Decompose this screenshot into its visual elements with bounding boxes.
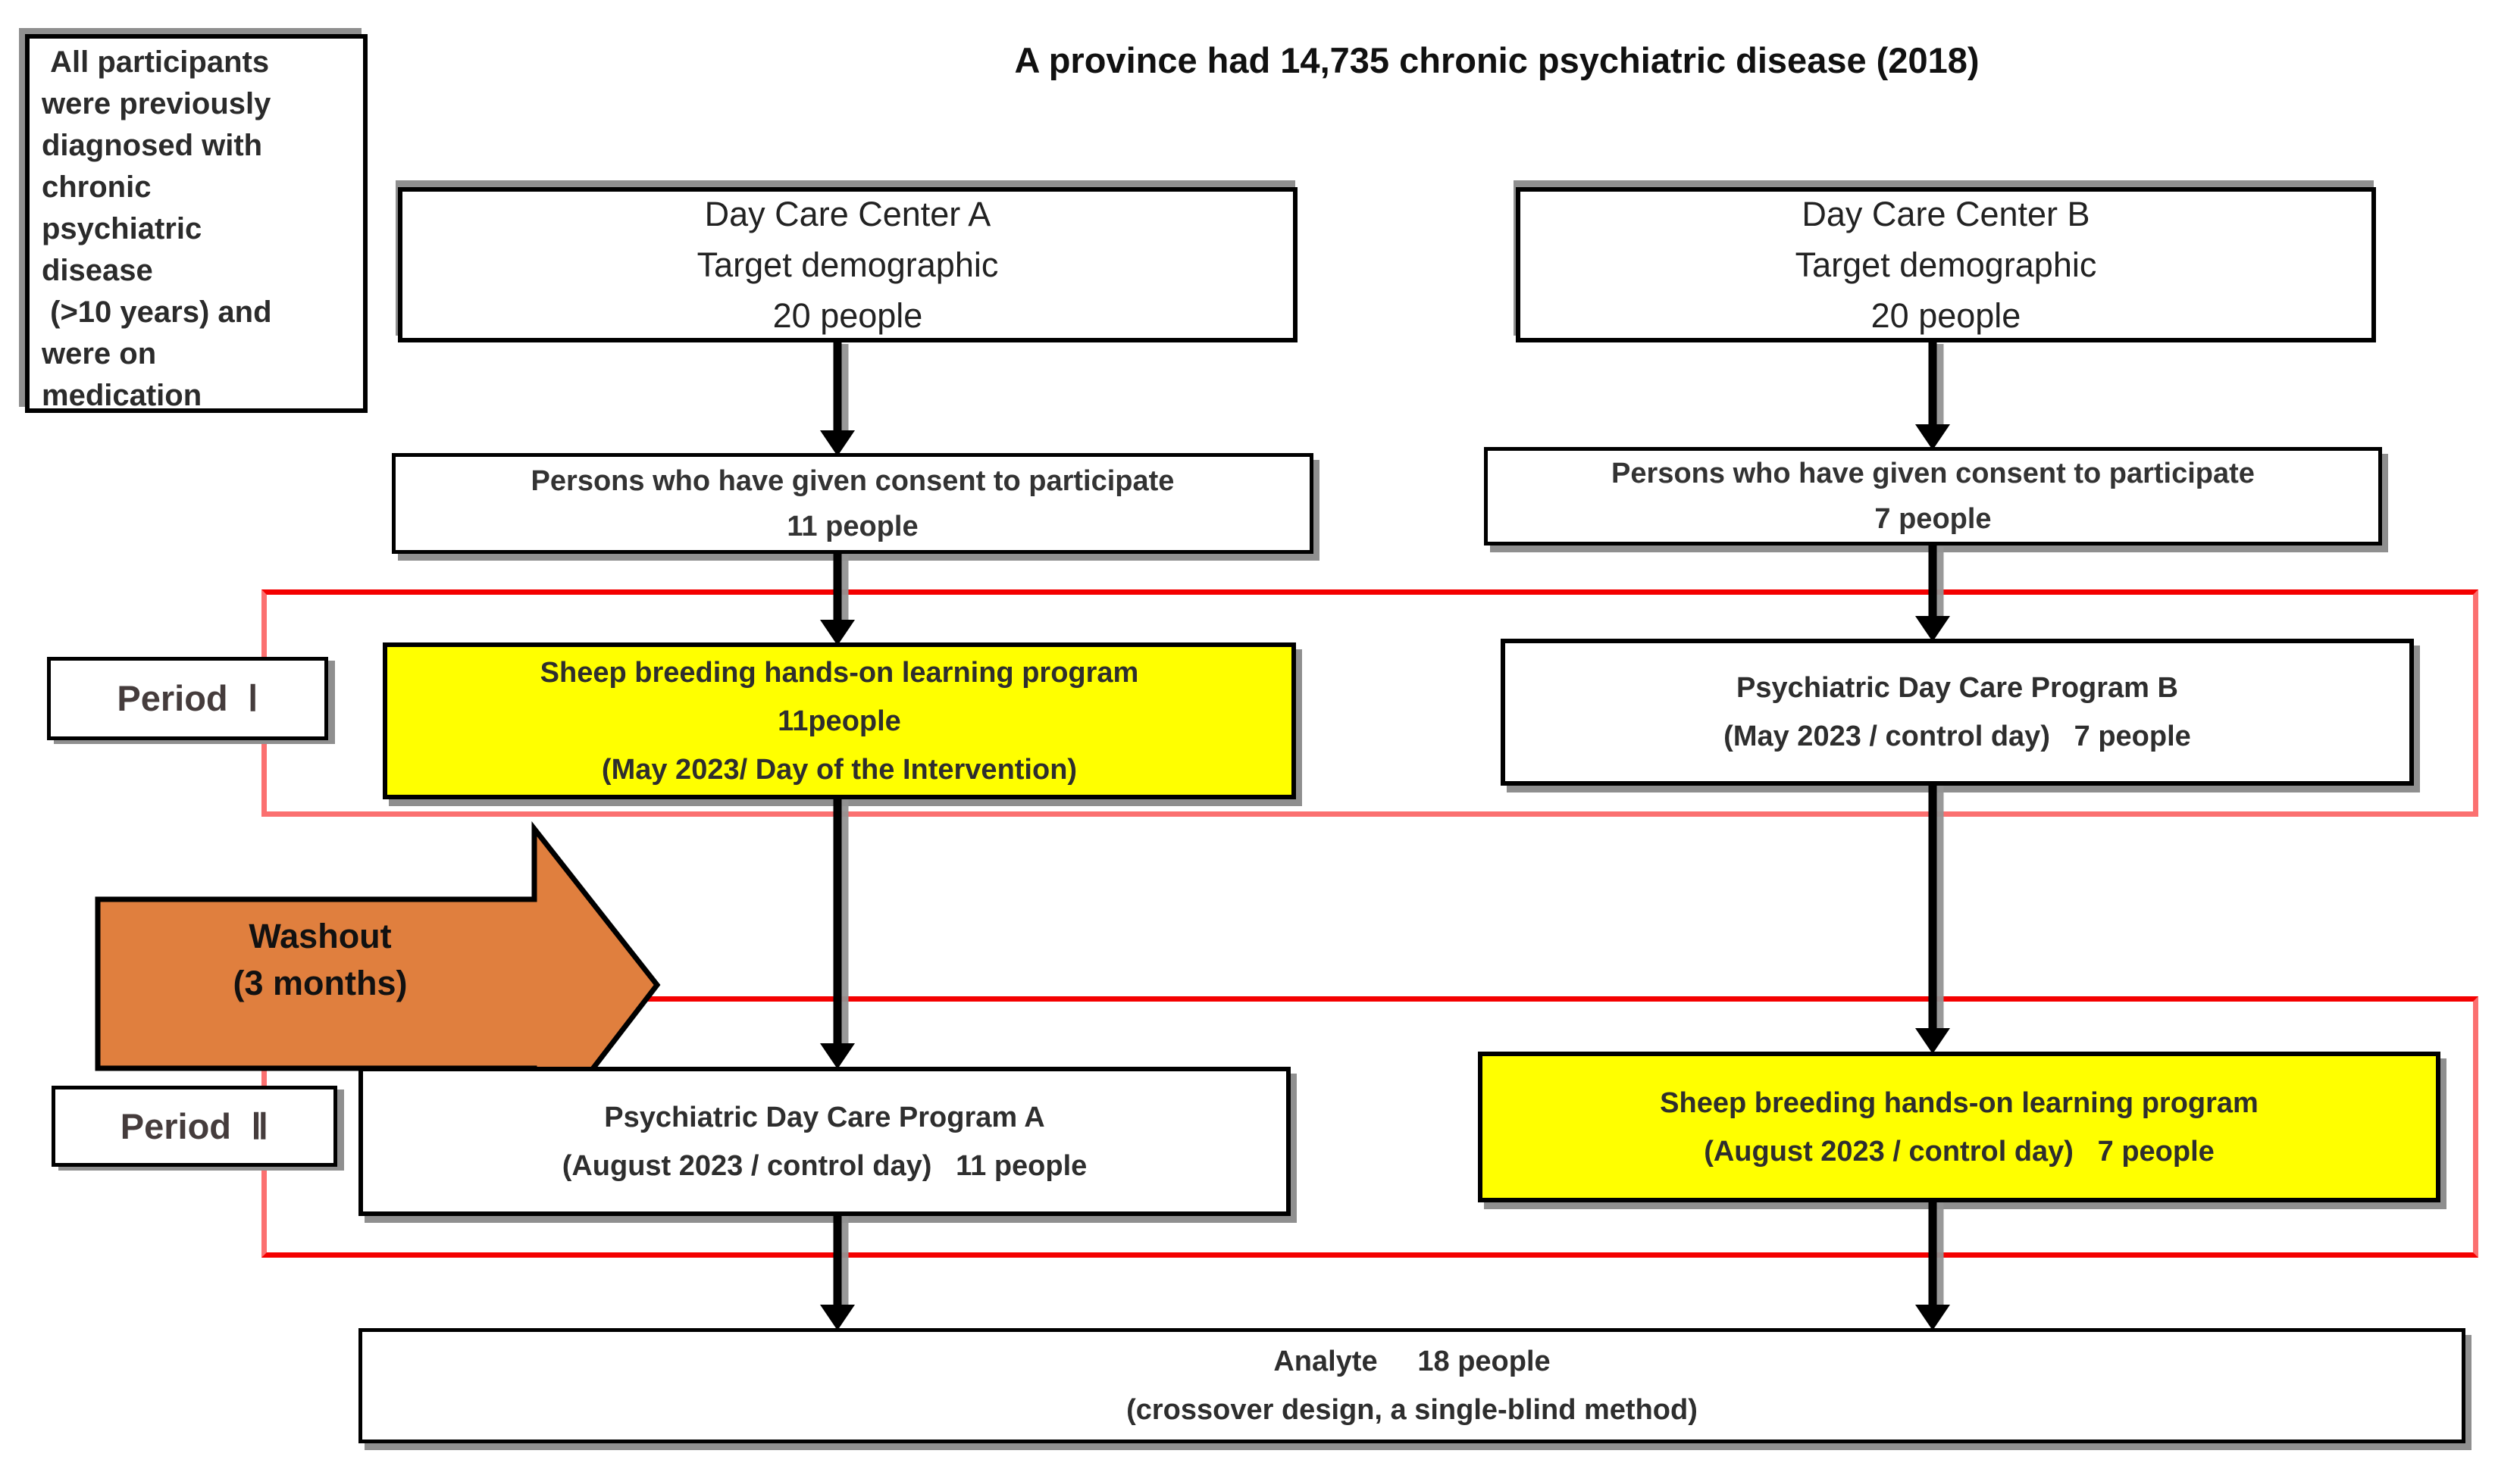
flow-arrow-center-a-to-consent-a bbox=[819, 342, 856, 456]
arrow-shaft bbox=[1928, 784, 1937, 1033]
washout-arrow bbox=[95, 821, 661, 1153]
period2-label: Period Ⅱ bbox=[52, 1086, 337, 1167]
period1-label: Period Ⅰ bbox=[47, 657, 328, 740]
arrow-head-icon bbox=[820, 1305, 855, 1330]
arrow-shaft bbox=[833, 1214, 842, 1309]
flow-arrow-period2-a-to-analyte bbox=[819, 1214, 856, 1330]
control-a-box: Psychiatric Day Care Program A (August 2… bbox=[358, 1067, 1291, 1216]
intervention-a-box: Sheep breeding hands-on learning program… bbox=[383, 642, 1296, 799]
arrow-shaft bbox=[833, 798, 842, 1048]
flow-arrow-consent-b-to-period1 bbox=[1914, 545, 1951, 642]
arrow-head-icon bbox=[820, 1043, 855, 1069]
arrow-head-icon bbox=[1915, 1028, 1950, 1054]
page-title: A province had 14,735 chronic psychiatri… bbox=[1014, 40, 1980, 80]
flow-arrow-period1-a-to-period2-a bbox=[819, 798, 856, 1069]
control-b-box: Psychiatric Day Care Program B (May 2023… bbox=[1501, 639, 2414, 786]
flow-arrow-center-b-to-consent-b bbox=[1914, 342, 1951, 450]
arrow-shaft bbox=[833, 342, 842, 435]
flow-arrow-period2-b-to-analyte bbox=[1914, 1201, 1951, 1330]
washout-label: Washout (3 months) bbox=[233, 917, 408, 1002]
arrow-head-icon bbox=[1915, 616, 1950, 642]
arrow-shaft bbox=[1928, 342, 1937, 429]
analyte-box: Analyte 18 people (crossover design, a s… bbox=[358, 1328, 2465, 1443]
arrow-head-icon bbox=[820, 430, 855, 456]
center-b-box: Day Care Center B Target demographic 20 … bbox=[1516, 187, 2376, 342]
flow-arrow-period1-b-to-period2-b bbox=[1914, 784, 1951, 1054]
arrow-shaft bbox=[1928, 1201, 1937, 1309]
arrow-head-icon bbox=[1915, 1305, 1950, 1330]
washout-arrow-shape bbox=[95, 821, 661, 1153]
arrow-head-icon bbox=[820, 620, 855, 646]
arrow-head-icon bbox=[1915, 424, 1950, 450]
center-a-box: Day Care Center A Target demographic 20 … bbox=[398, 187, 1298, 342]
flow-arrow-consent-a-to-period1 bbox=[819, 554, 856, 646]
arrow-shaft bbox=[1928, 545, 1937, 621]
participants-note-box: All participants were previously diagnos… bbox=[25, 34, 368, 413]
consent-b-box: Persons who have given consent to partic… bbox=[1484, 447, 2382, 545]
consent-a-box: Persons who have given consent to partic… bbox=[392, 453, 1313, 554]
intervention-b-box: Sheep breeding hands-on learning program… bbox=[1478, 1052, 2440, 1202]
arrow-shaft bbox=[833, 554, 842, 624]
